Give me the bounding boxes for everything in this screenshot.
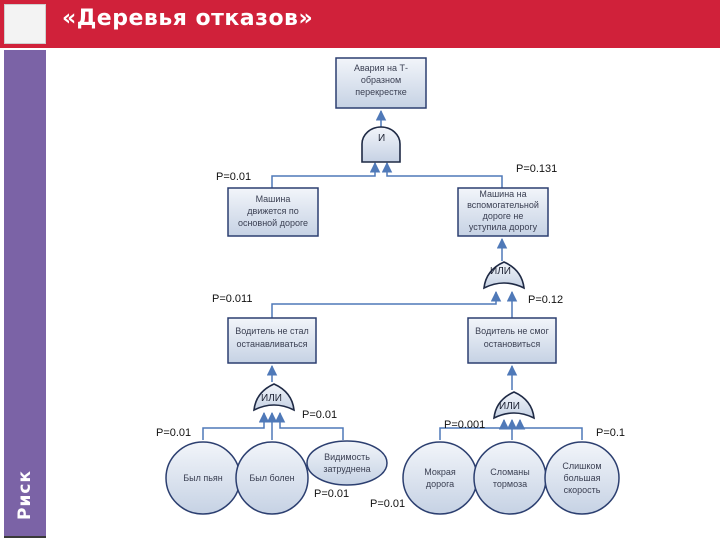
header-bar xyxy=(0,0,720,48)
edge-visibility-to-gate-left xyxy=(274,411,344,440)
sidebar-bottom-rule xyxy=(4,536,46,538)
brakes-line-1: Сломаны xyxy=(490,467,530,477)
edge-wet-road-to-gate-right xyxy=(439,418,510,440)
driver-cant-stop-line-1: Водитель не смог xyxy=(475,326,549,336)
visibility-line-2: затруднена xyxy=(323,464,370,474)
wet-road-line-1: Мокрая xyxy=(424,467,456,477)
edge-main-road-to-gate-top xyxy=(271,161,381,188)
edge-driver-not-stop-to-gate-side xyxy=(271,290,502,318)
prob-driver-not-stop: P=0.011 xyxy=(212,293,252,305)
or-gate-side-label: ИЛИ xyxy=(490,266,511,277)
side-road-line-1: Машина на xyxy=(479,189,526,199)
prob-main-road: P=0.01 xyxy=(216,171,251,183)
main-road-line-2: движется по xyxy=(247,206,299,216)
top-event-line-2: образном xyxy=(361,75,401,85)
top-event-line-3: перекрестке xyxy=(355,87,407,97)
driver-not-stop-line-1: Водитель не стал xyxy=(235,326,309,336)
prob-driver-cant-stop: P=0.12 xyxy=(528,294,563,306)
sidebar-bar xyxy=(4,50,46,536)
main-road-line-1: Машина xyxy=(256,194,291,204)
prob-visibility: P=0.01 xyxy=(314,488,349,500)
or-gate-right-label: ИЛИ xyxy=(499,401,520,412)
side-road-line-2: вспомогательной xyxy=(467,200,539,210)
and-gate-top-label: И xyxy=(378,133,385,144)
or-gate-right: ИЛИ xyxy=(493,391,535,420)
prob-ill: P=0.01 xyxy=(302,409,337,421)
wet-road-line-2: дорога xyxy=(426,479,454,489)
brakes-line-2: тормоза xyxy=(493,479,527,489)
main-road-line-3: основной дороге xyxy=(238,218,308,228)
speed-line-2: большая xyxy=(563,473,600,483)
prob-side-road: P=0.131 xyxy=(516,163,557,175)
edge-drunk-to-gate-left xyxy=(202,411,270,440)
basic-event-ill: Был болен xyxy=(235,441,309,515)
driver-cant-stop-box: Водитель не смог остановиться xyxy=(467,317,557,364)
prob-wet-road: P=0.001 xyxy=(444,419,485,431)
and-gate-top: И xyxy=(361,126,401,163)
prob-drunk: P=0.01 xyxy=(156,427,191,439)
driver-not-stop-box: Водитель не стал останавливаться xyxy=(227,317,317,364)
basic-event-brakes: Сломаны тормоза xyxy=(473,441,547,515)
edge-side-road-to-gate-top xyxy=(381,161,503,188)
svg-text:Был пьян: Был пьян xyxy=(183,473,223,483)
visibility-line-1: Видимость xyxy=(324,452,370,462)
driver-not-stop-line-2: останавливаться xyxy=(236,339,307,349)
ill-line-1: Был болен xyxy=(249,473,294,483)
top-event-box: Авария на Т-образном перекрестке xyxy=(335,57,427,109)
or-gate-left-label: ИЛИ xyxy=(261,393,282,404)
edge-speed-to-gate-right xyxy=(514,418,583,440)
header-corner-box xyxy=(4,4,46,44)
svg-text:Был болен: Был болен xyxy=(249,473,294,483)
driver-cant-stop-line-2: остановиться xyxy=(484,339,541,349)
side-road-line-3: дороге не xyxy=(483,211,524,221)
basic-event-drunk: Был пьян xyxy=(165,441,241,515)
prob-speed: P=0.1 xyxy=(596,427,625,439)
or-gate-left: ИЛИ xyxy=(253,383,295,412)
probability-labels: P=0.01 P=0.131 P=0.011 P=0.12 P=0.01 P=0… xyxy=(156,163,625,510)
speed-line-1: Слишком xyxy=(562,461,601,471)
drunk-line-1: Был пьян xyxy=(183,473,223,483)
top-event-line-1: Авария на Т- xyxy=(354,63,408,73)
basic-event-visibility: Видимость затруднена xyxy=(306,440,388,486)
speed-line-3: скорость xyxy=(564,485,601,495)
side-road-line-4: уступила дорогу xyxy=(469,222,538,232)
or-gate-side: ИЛИ xyxy=(483,261,525,290)
edges xyxy=(202,109,583,440)
basic-event-speed: Слишком большая скорость xyxy=(544,441,620,515)
slide-title: «Деревья отказов» xyxy=(62,6,314,31)
main-road-box: Машина движется по основной дороге xyxy=(227,187,319,237)
prob-brakes: P=0.01 xyxy=(370,498,405,510)
basic-event-wet-road: Мокрая дорога xyxy=(402,441,478,515)
